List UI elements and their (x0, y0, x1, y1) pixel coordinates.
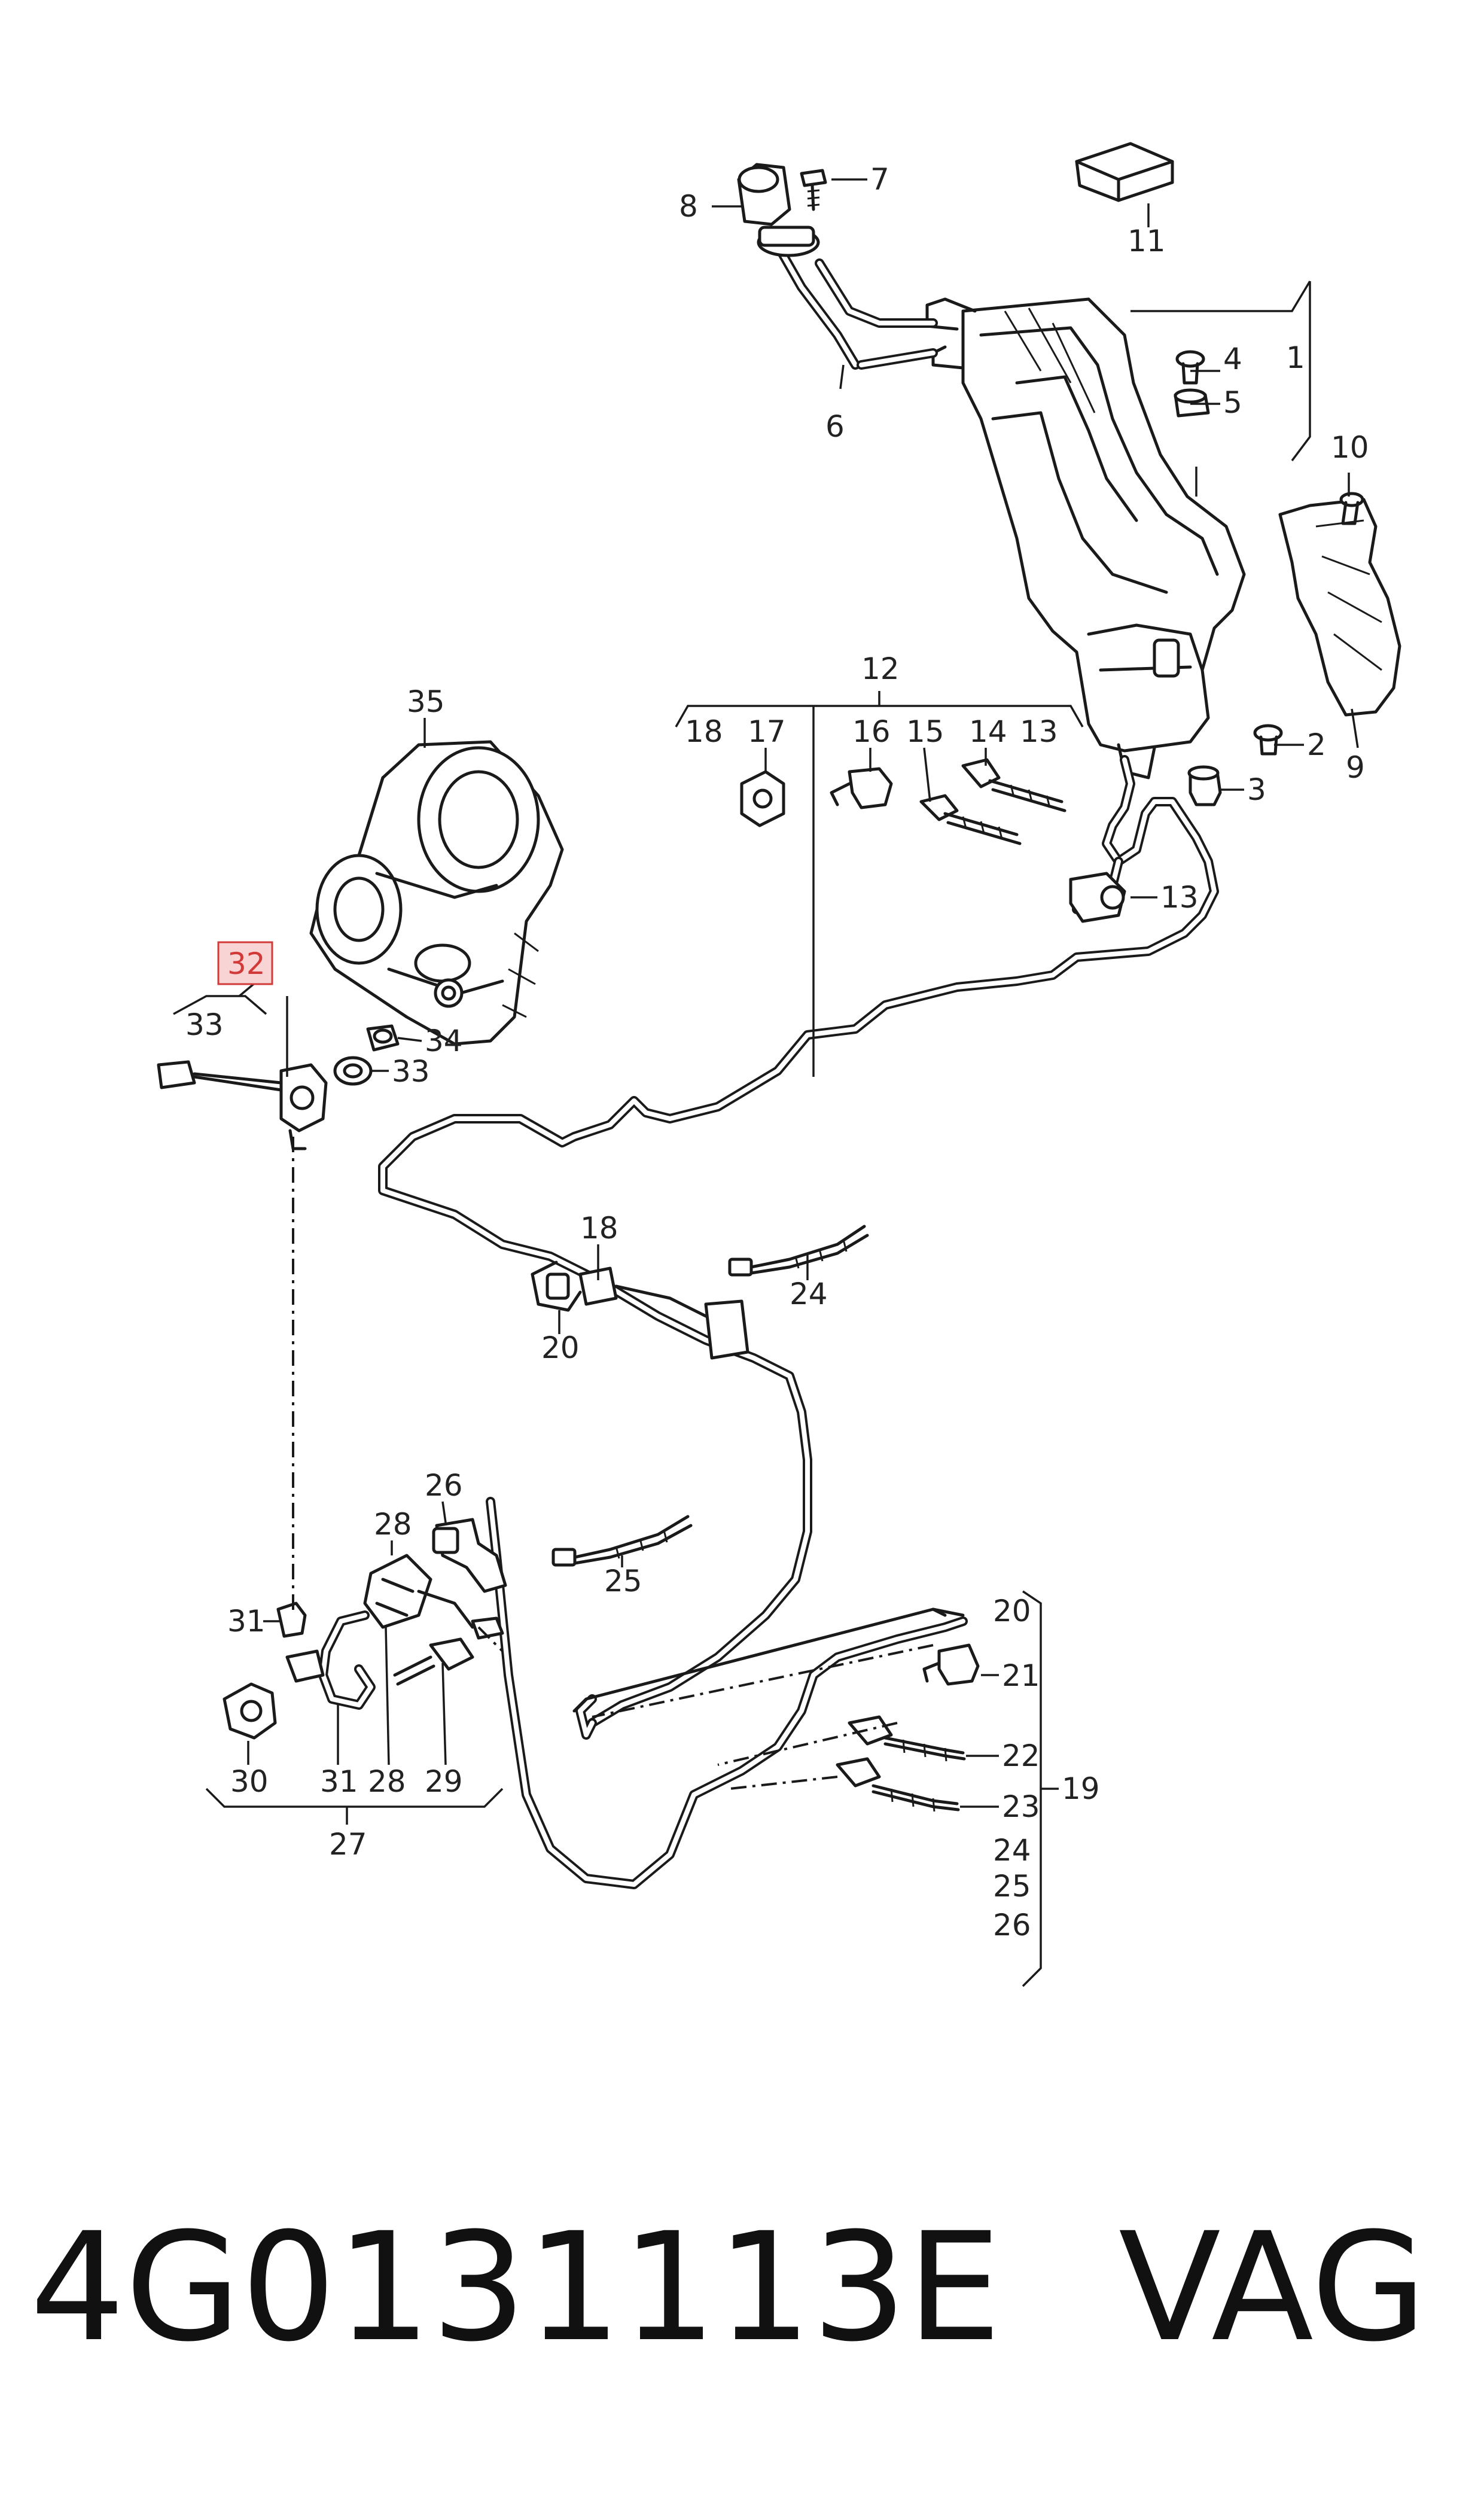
particle-filter (309, 740, 564, 1046)
callout-10: 10 (1331, 430, 1369, 465)
group19-22: 22 (1002, 1738, 1040, 1773)
tie-24 (728, 1225, 869, 1277)
connector-20 (531, 1260, 582, 1312)
callout-34: 34 (425, 1024, 463, 1058)
callout-20: 20 (541, 1330, 580, 1365)
group12-13: 13 (1020, 714, 1058, 749)
callout-33: 33 (392, 1054, 430, 1089)
screw-7 (800, 169, 827, 211)
group27-31: 31 (320, 1764, 358, 1799)
line-section-20 (572, 1607, 965, 1713)
callout-33-bracket: 33 (185, 1007, 224, 1042)
washer-33 (333, 1056, 373, 1086)
clip-17 (740, 770, 785, 827)
callout-11: 11 (1128, 224, 1166, 258)
clip-31 (276, 1601, 307, 1638)
callout-8: 8 (679, 189, 698, 224)
clip-16 (830, 767, 893, 809)
tie-25 (551, 1515, 693, 1567)
callout-5: 5 (1223, 385, 1242, 420)
callout-12: 12 (861, 651, 900, 686)
nox-sensor (157, 1060, 328, 1150)
tie-22 (848, 1715, 966, 1762)
leader-lines (173, 178, 1359, 1987)
group27-29: 29 (425, 1764, 463, 1799)
callout-27: 27 (329, 1827, 367, 1862)
pump-28 (363, 1554, 474, 1629)
filler-hose (757, 226, 938, 370)
callout-6: 6 (825, 409, 845, 444)
group12-16: 16 (852, 714, 891, 749)
group19-24: 24 (993, 1833, 1031, 1868)
callout-32: 32 (227, 946, 266, 981)
callout-3: 3 (1247, 772, 1266, 807)
callout-35: 35 (407, 684, 445, 719)
callout-labels: 1 2 3 4 5 6 7 8 9 10 11 12 18 17 16 15 1… (185, 162, 1369, 1942)
adblue-tank (925, 297, 1246, 780)
nut-3 (1187, 765, 1222, 806)
heat-shield-9 (1278, 498, 1401, 717)
part-number: 4G0131113E (30, 2200, 1001, 2374)
callout-32-highlight (217, 941, 273, 985)
group19-21: 21 (1002, 1658, 1040, 1693)
group12-17: 17 (748, 714, 786, 749)
group19-23: 23 (1002, 1789, 1040, 1824)
clip-21 (922, 1643, 980, 1686)
line-27 (285, 1610, 376, 1710)
callout-28: 28 (374, 1507, 412, 1542)
group12-14: 14 (969, 714, 1007, 749)
brand: VAG (1119, 2200, 1427, 2374)
connector-26 (432, 1518, 507, 1593)
connector-18 (578, 1266, 749, 1360)
filler-cap (737, 163, 791, 226)
connector-11 (1075, 142, 1174, 202)
callout-4: 4 (1223, 342, 1242, 376)
group19-20: 20 (993, 1594, 1031, 1628)
callout-19: 19 (1062, 1771, 1100, 1806)
screw-10 (1339, 492, 1364, 525)
tie-29 (393, 1616, 504, 1686)
group12-15: 15 (906, 714, 944, 749)
grommet-5 (1174, 388, 1210, 418)
callout-2: 2 (1307, 727, 1326, 762)
screw-2 (1253, 724, 1283, 756)
group12-18: 18 (685, 714, 723, 749)
tie-23 (836, 1757, 960, 1812)
screw-4 (1175, 350, 1205, 385)
callout-26: 26 (425, 1468, 463, 1503)
callout-31-top: 31 (227, 1604, 266, 1639)
group27-30: 30 (230, 1764, 269, 1799)
callout-18: 18 (580, 1211, 618, 1246)
callout-1: 1 (1286, 340, 1305, 375)
clip-30 (223, 1682, 277, 1740)
group27-28: 28 (368, 1764, 406, 1799)
dashed-leaders (292, 1137, 934, 1790)
group19-25: 25 (993, 1869, 1031, 1904)
callout-24: 24 (790, 1277, 828, 1311)
tie-14 (961, 758, 1066, 812)
connector-13 (1069, 872, 1126, 923)
callout-25: 25 (604, 1564, 642, 1599)
group19-26: 26 (993, 1908, 1031, 1942)
callout-7: 7 (870, 162, 889, 197)
tie-15 (919, 794, 1022, 845)
callout-9: 9 (1346, 750, 1365, 785)
callout-13: 13 (1160, 880, 1199, 915)
nut-34 (366, 1024, 400, 1052)
